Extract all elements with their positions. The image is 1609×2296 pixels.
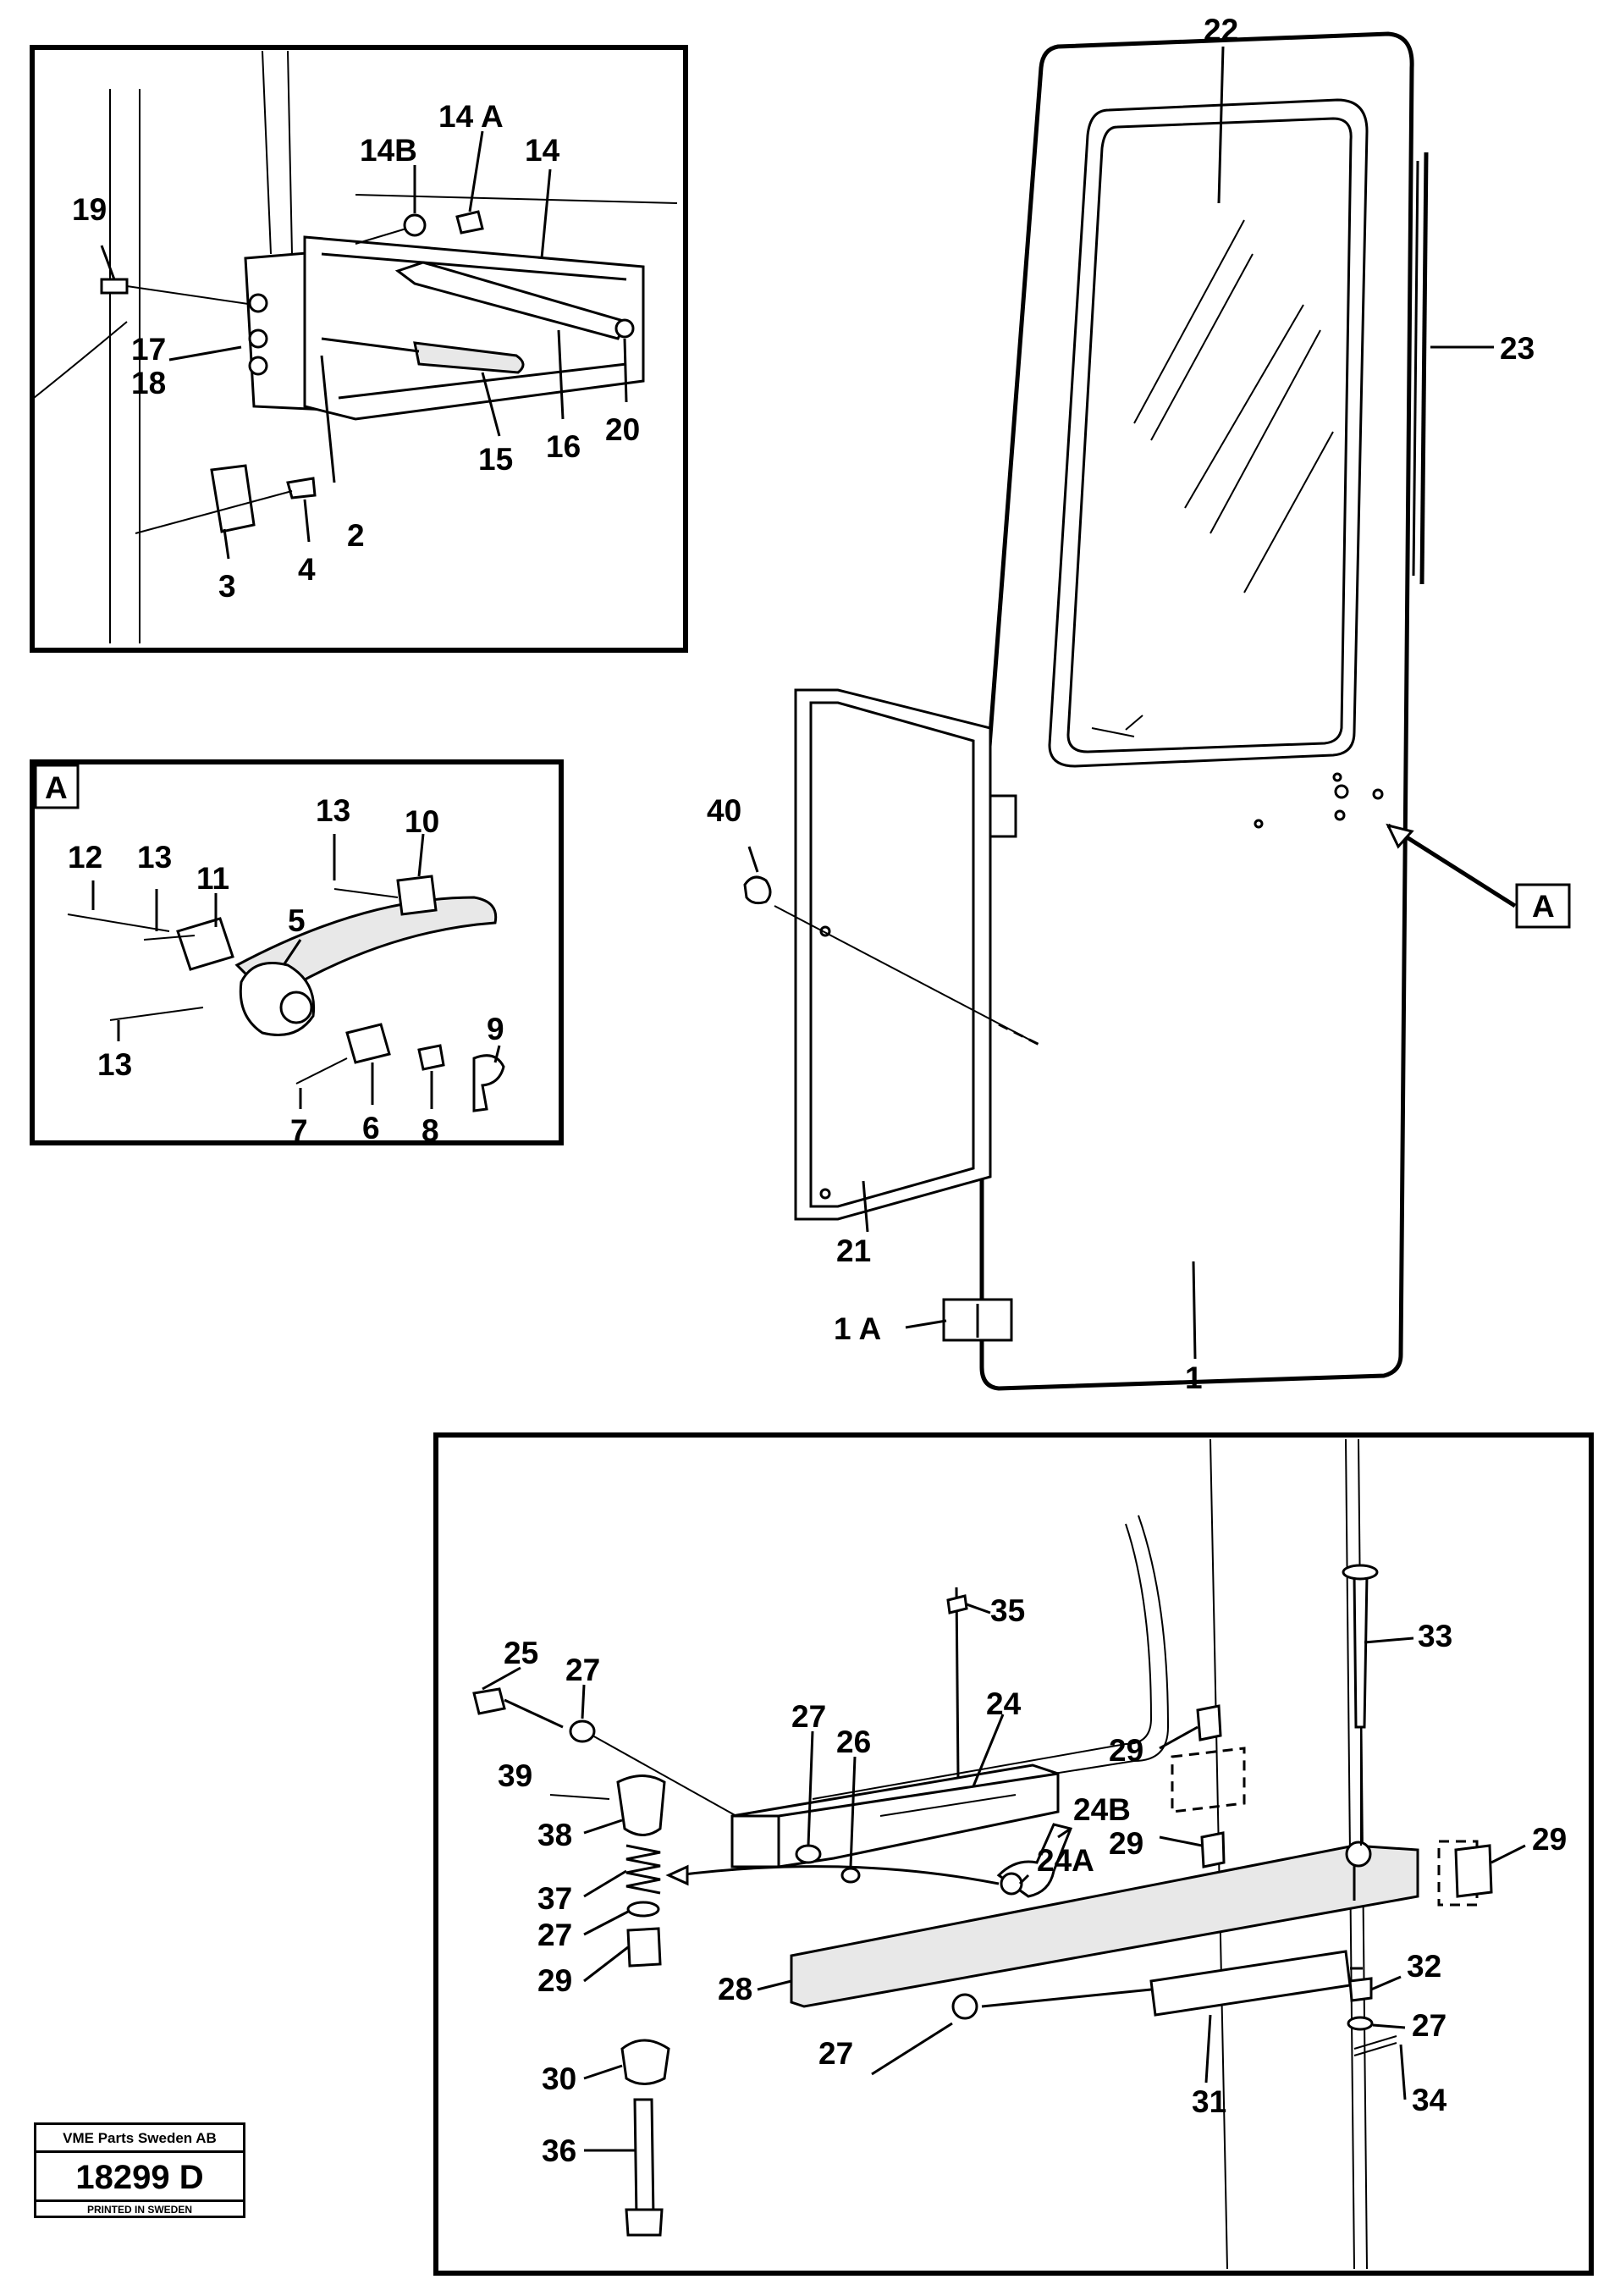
- label-19: 19: [72, 192, 107, 227]
- label-27-bolt: 27: [565, 1653, 600, 1687]
- label-8: 8: [422, 1113, 439, 1148]
- label-20: 20: [605, 412, 640, 447]
- label-27-bracket: 27: [791, 1699, 826, 1734]
- stop-buffer: [616, 1774, 666, 1836]
- detail-a-tag: A: [45, 770, 68, 805]
- buffer-spring: [625, 1844, 661, 1895]
- stay-bracket: [730, 1763, 1060, 1868]
- label-13-top: 13: [316, 793, 350, 828]
- gas-damper: [1149, 1950, 1352, 2017]
- door-seal-strip: [1419, 152, 1429, 585]
- label-24b: 24B: [1073, 1792, 1131, 1827]
- label-37: 37: [537, 1881, 572, 1916]
- label-24: 24: [986, 1686, 1022, 1721]
- label-15: 15: [478, 442, 513, 477]
- label-40: 40: [707, 793, 741, 828]
- label-36: 36: [542, 2133, 576, 2168]
- label-12: 12: [68, 840, 102, 875]
- label-39: 39: [498, 1758, 532, 1793]
- label-16: 16: [546, 429, 581, 464]
- label-18: 18: [131, 366, 166, 400]
- label-2: 2: [347, 518, 365, 553]
- label-3: 3: [218, 569, 236, 604]
- door-stay-detail-panel: [433, 1432, 1594, 2276]
- label-30: 30: [542, 2061, 576, 2096]
- mounting-bolt: [633, 2098, 655, 2220]
- latch-detail-panel: [30, 45, 688, 653]
- label-13-mid: 13: [137, 840, 172, 875]
- label-29-right: 29: [1532, 1822, 1567, 1857]
- label-28: 28: [718, 1972, 752, 2006]
- door-knob: [743, 875, 772, 905]
- label-10: 10: [405, 804, 439, 839]
- label-31: 31: [1192, 2084, 1226, 2119]
- stamp-company: VME Parts Sweden AB: [36, 2127, 243, 2153]
- detail-a-panel: [30, 759, 564, 1145]
- label-17: 17: [131, 332, 166, 367]
- label-4: 4: [298, 552, 316, 587]
- label-1a: 1 A: [834, 1311, 881, 1346]
- door-inner-panel: [743, 688, 1042, 1221]
- label-27-stack: 27: [537, 1918, 572, 1952]
- label-27-right: 27: [1412, 2008, 1446, 2043]
- striker-plate: [210, 464, 256, 533]
- label-38: 38: [537, 1818, 572, 1852]
- label-7: 7: [290, 1113, 308, 1148]
- lock-key: [472, 1054, 505, 1112]
- hinge-pin: [1353, 1573, 1369, 1729]
- label-26: 26: [836, 1725, 871, 1759]
- label-25: 25: [504, 1636, 538, 1670]
- stamp-printed-in: PRINTED IN SWEDEN: [36, 2199, 243, 2217]
- cab-door: [942, 31, 1429, 1391]
- door-window-frame: [1048, 98, 1369, 768]
- lock-cylinder: [345, 1023, 391, 1064]
- label-34: 34: [1412, 2083, 1447, 2117]
- latch-plate: [303, 235, 645, 421]
- latch-handle-lever: [413, 341, 525, 374]
- label-14a: 14 A: [438, 99, 504, 134]
- label-29-upper: 29: [1109, 1733, 1143, 1768]
- document-stamp: VME Parts Sweden AB 18299 D PRINTED IN S…: [34, 2122, 245, 2218]
- label-14b: 14B: [360, 133, 417, 168]
- label-14: 14: [525, 133, 560, 168]
- label-6: 6: [362, 1111, 380, 1145]
- label-11: 11: [196, 861, 229, 896]
- door-window-glass: [1066, 117, 1353, 753]
- stamp-drawing-number: 18299 D: [75, 2159, 204, 2196]
- label-22: 22: [1204, 13, 1238, 47]
- label-23: 23: [1500, 331, 1535, 366]
- handle-bracket: [176, 917, 234, 971]
- label-29-stack: 29: [537, 1963, 572, 1998]
- label-21: 21: [836, 1234, 871, 1268]
- label-33: 33: [1418, 1619, 1452, 1653]
- label-1: 1: [1185, 1360, 1203, 1395]
- label-24a: 24A: [1037, 1843, 1094, 1878]
- label-29-mid: 29: [1109, 1826, 1143, 1861]
- detail-a-reference: A: [1532, 889, 1555, 924]
- label-27-arm: 27: [818, 2036, 853, 2071]
- label-9: 9: [487, 1012, 504, 1046]
- label-35: 35: [990, 1593, 1025, 1628]
- label-13-low: 13: [97, 1047, 132, 1082]
- door-panel: [979, 31, 1414, 1391]
- label-5: 5: [288, 903, 306, 938]
- door-handle: [234, 896, 498, 1001]
- label-32: 32: [1407, 1949, 1441, 1984]
